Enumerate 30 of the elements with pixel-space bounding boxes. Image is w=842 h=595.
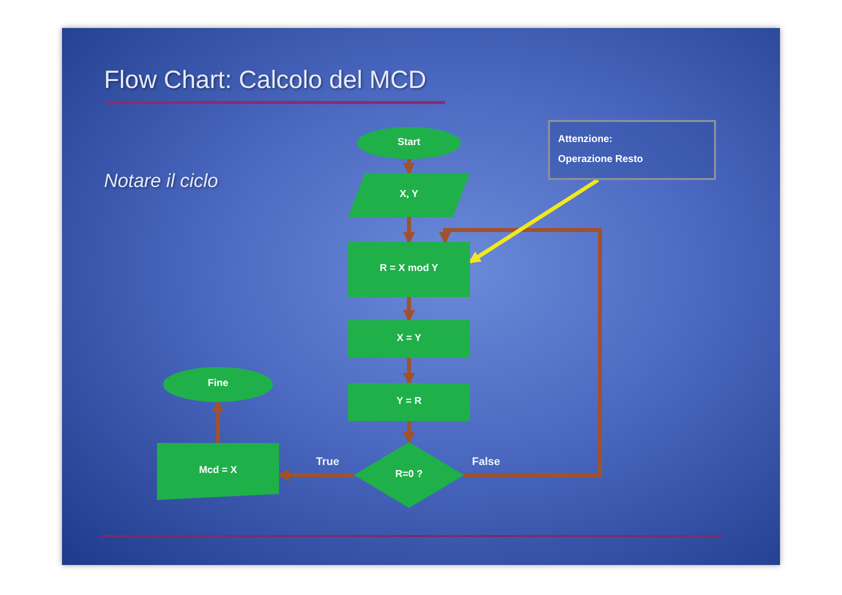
callout-box [548,120,716,180]
decision-diamond [354,442,464,508]
arrow [212,400,224,443]
arrow [403,358,415,385]
callout-text: Attenzione: [558,133,612,147]
node-label: Mcd = X [198,465,238,478]
node-label: R=0 ? [395,468,423,482]
callout-text: Operazione Resto [558,153,644,167]
edge-label: False [472,456,500,470]
note-text: Notare il ciclo [104,170,218,194]
process-box [348,383,470,421]
arrow [403,217,415,244]
arrow [403,159,415,175]
node-label: Start [398,136,420,150]
arrow [277,469,354,481]
output-box [157,443,279,500]
arrow [403,297,415,322]
process-box [348,242,470,297]
input-parallelogram [348,173,470,217]
node-label: X, Y [400,188,418,202]
arrow [403,421,415,444]
node-label: R = X mod Y [380,263,438,276]
leader-arrow [468,178,600,264]
slide-title: Flow Chart: Calcolo del MCD [104,65,426,96]
process-box [348,320,470,358]
arrow [439,228,602,477]
node-label: Fine [208,378,228,391]
edge-label: True [316,456,340,470]
node-label: X = Y [396,332,422,346]
node-label: Y = R [396,396,422,408]
